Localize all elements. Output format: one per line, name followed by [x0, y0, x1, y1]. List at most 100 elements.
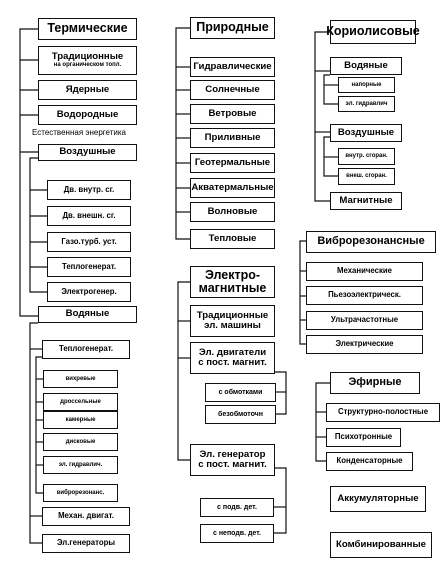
em-motors-label-line2: с пост. магнит.: [198, 357, 267, 368]
coriolis-magnetic-box: Магнитные: [330, 192, 402, 210]
natural-item-7-box: Волновые: [190, 202, 275, 222]
vibro-item-4-box: Электрические: [306, 335, 423, 354]
em-generator-label-line1: Эл. генератор: [199, 448, 266, 460]
coriolis-air-item-1-label: внутр. сгоран.: [345, 153, 388, 160]
vibro-item-2-label: Пьезоэлектрическ.: [328, 290, 401, 300]
water-item-8-label: Механ. двигат.: [58, 511, 114, 521]
water-item-4-box: камерные: [43, 411, 118, 429]
thermal-label: Термические: [47, 21, 128, 36]
natural-item-3-label: Ветровые: [208, 107, 257, 119]
water-item-1-label: Теплогенерат.: [58, 344, 114, 354]
accumulator-label: Аккумуляторные: [337, 492, 419, 504]
ether-item-2-label: Психотронные: [334, 432, 393, 442]
vibro-item-3-box: Ультрачастотные: [306, 311, 423, 330]
ether-item-1-box: Структурно-полостные: [326, 403, 440, 422]
em-generator-label-line2: с пост. магнит.: [198, 459, 267, 470]
air-item-2-label: Дв. внешн. сг.: [62, 210, 116, 220]
motor-item-2-box: безобмоточн: [205, 405, 276, 424]
natural-item-2-label: Солнечные: [205, 83, 260, 95]
water-item-3-box: дроссельные: [43, 393, 118, 411]
air-item-1-label: Дв. внутр. сг.: [63, 184, 115, 194]
generator-item-2-label: с неподв. дет.: [212, 529, 261, 537]
water-item-3-label: дроссельные: [60, 398, 101, 405]
water-box: Водяные: [38, 306, 137, 323]
motor-item-1-box: с обмотками: [205, 383, 276, 402]
natural-item-6-box: Акватермальные: [190, 178, 275, 198]
natural-item-3-box: Ветровые: [190, 104, 275, 124]
natural-item-6-label: Акватермальные: [191, 181, 274, 193]
em-motors-label-line1: Эл. двигатели: [198, 346, 267, 358]
nuclear-label: Ядерные: [65, 83, 110, 95]
hydrogen-label: Водородные: [56, 108, 119, 120]
coriolis-water-item-1-box: напорные: [338, 77, 395, 93]
natural-item-4-box: Приливные: [190, 128, 275, 148]
nuclear-box: Ядерные: [38, 80, 137, 100]
natural-item-7-label: Волновые: [207, 205, 258, 217]
ether-item-1-label: Структурно-полостные: [337, 407, 429, 417]
em-motors-box: Эл. двигатели с пост. магнит.: [190, 342, 275, 374]
coriolis-air-label: Воздушные: [337, 126, 395, 138]
water-label: Водяные: [65, 308, 110, 320]
natural-item-5-box: Геотермальные: [190, 153, 275, 173]
natural-item-1-box: Гидравлические: [190, 57, 275, 77]
coriolis-water-label: Водяные: [344, 59, 388, 71]
natural-item-2-box: Солнечные: [190, 80, 275, 100]
coriolis-air-item-2-box: внеш. сгоран.: [338, 168, 395, 185]
ether-item-3-label: Конденсаторные: [336, 456, 403, 466]
electromagnetic-label-line2: магнитные: [198, 281, 267, 295]
combined-label: Комбинированные: [335, 538, 427, 550]
coriolis-air-item-2-label: внеш. сгоран.: [346, 173, 387, 180]
natural-item-1-label: Гидравлические: [193, 60, 272, 72]
traditional-label: Традиционные: [51, 51, 124, 63]
traditional-sub-label: на органическом топл.: [53, 62, 122, 69]
motor-item-2-label: безобмоточн: [218, 410, 263, 418]
water-item-2-box: вихревые: [43, 370, 118, 388]
water-item-8-box: Механ. двигат.: [42, 507, 130, 526]
water-item-6-label: эл. гидравлич.: [58, 461, 103, 468]
air-item-5-box: Электрогенер.: [47, 282, 131, 302]
vibro-box: Виброрезонансные: [306, 231, 436, 253]
air-item-4-box: Теплогенерат.: [47, 257, 131, 277]
coriolis-air-box: Воздушные: [330, 124, 402, 142]
em-traditional-label-line1: Традиционные: [196, 309, 269, 321]
air-item-1-box: Дв. внутр. сг.: [47, 180, 131, 200]
coriolis-air-item-1-box: внутр. сгоран.: [338, 148, 395, 165]
thermal-box: Термические: [38, 18, 137, 40]
water-item-4-label: камерные: [65, 416, 96, 423]
water-item-2-label: вихревые: [65, 375, 96, 382]
coriolis-water-item-2-box: эл. гидравлич: [338, 96, 395, 112]
water-item-7-label: виброрезонанс.: [56, 489, 105, 496]
water-item-5-box: дисковые: [43, 433, 118, 451]
coriolis-magnetic-label: Магнитные: [339, 194, 393, 206]
water-item-9-label: Эл.генераторы: [56, 538, 116, 548]
natural-item-4-label: Приливные: [204, 131, 261, 143]
combined-box: Комбинированные: [330, 532, 432, 558]
motor-item-1-label: с обмотками: [218, 388, 263, 396]
air-item-2-box: Дв. внешн. сг.: [47, 206, 131, 226]
water-item-7-box: виброрезонанс.: [43, 484, 118, 502]
coriolis-box: Кориолисовые: [326, 20, 420, 44]
em-traditional-box: Традиционные эл. машины: [190, 305, 275, 337]
water-item-1-box: Теплогенерат.: [42, 340, 130, 359]
coriolis-water-item-1-label: напорные: [351, 81, 382, 88]
em-generator-box: Эл. генератор с пост. магнит.: [190, 444, 275, 476]
water-item-5-label: дисковые: [65, 438, 96, 445]
ether-label: Эфирные: [348, 376, 402, 389]
air-item-3-box: Газо.турб. уст.: [47, 232, 131, 252]
vibro-item-2-box: Пьезоэлектрическ.: [306, 286, 423, 305]
natural-item-5-label: Геотермальные: [194, 156, 271, 168]
ether-item-2-box: Психотронные: [326, 428, 401, 447]
ether-box: Эфирные: [330, 372, 420, 394]
electromagnetic-label-line1: Электро-: [204, 267, 261, 282]
natural-label: Природные: [196, 20, 269, 35]
traditional-box: Традиционные на органическом топл.: [38, 46, 137, 75]
generator-item-1-box: с подв. дет.: [200, 498, 274, 517]
natural-item-8-box: Тепловые: [190, 229, 275, 249]
coriolis-water-box: Водяные: [330, 57, 402, 75]
vibro-item-3-label: Ультрачастотные: [330, 315, 399, 325]
air-item-4-label: Теплогенерат.: [61, 261, 117, 271]
air-item-5-label: Электрогенер.: [61, 286, 117, 296]
air-label: Воздушные: [59, 146, 116, 158]
natural-item-8-label: Тепловые: [208, 232, 257, 244]
